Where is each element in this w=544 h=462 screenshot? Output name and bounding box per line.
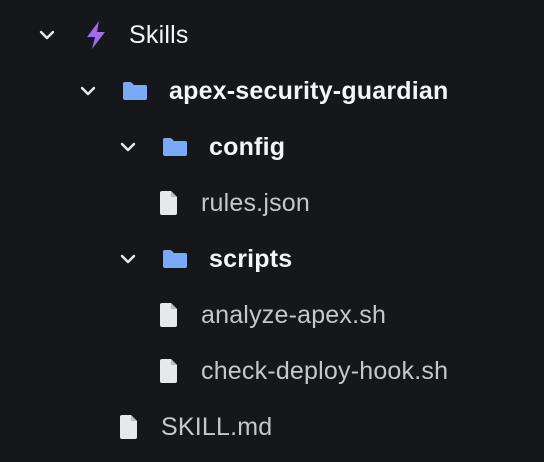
folder-icon (161, 135, 189, 159)
tree-item-skills[interactable]: Skills (0, 7, 544, 63)
lightning-bolt-icon (84, 20, 108, 50)
tree-item-label: SKILL.md (161, 413, 273, 441)
tree-item-label: analyze-apex.sh (201, 301, 387, 329)
folder-icon (161, 247, 189, 271)
folder-icon (121, 79, 149, 103)
file-icon (119, 414, 139, 440)
tree-item-skill-md[interactable]: SKILL.md (0, 399, 544, 455)
tree-item-label: check-deploy-hook.sh (201, 357, 449, 385)
tree-item-config[interactable]: config (0, 119, 544, 175)
tree-item-check-deploy-hook-sh[interactable]: check-deploy-hook.sh (0, 343, 544, 399)
tree-item-label: Skills (129, 21, 189, 49)
tree-item-rules-json[interactable]: rules.json (0, 175, 544, 231)
file-icon (159, 358, 179, 384)
file-icon (159, 190, 179, 216)
chevron-down-icon[interactable] (78, 81, 98, 101)
chevron-down-icon[interactable] (118, 249, 138, 269)
tree-item-scripts[interactable]: scripts (0, 231, 544, 287)
chevron-down-icon[interactable] (118, 137, 138, 157)
tree-item-analyze-apex-sh[interactable]: analyze-apex.sh (0, 287, 544, 343)
tree-item-label: scripts (209, 245, 293, 273)
tree-item-label: config (209, 133, 286, 161)
tree-item-label: rules.json (201, 189, 310, 217)
tree-item-label: apex-security-guardian (169, 77, 449, 105)
file-icon (159, 302, 179, 328)
chevron-down-icon[interactable] (37, 25, 57, 45)
tree-item-apex-security-guardian[interactable]: apex-security-guardian (0, 63, 544, 119)
